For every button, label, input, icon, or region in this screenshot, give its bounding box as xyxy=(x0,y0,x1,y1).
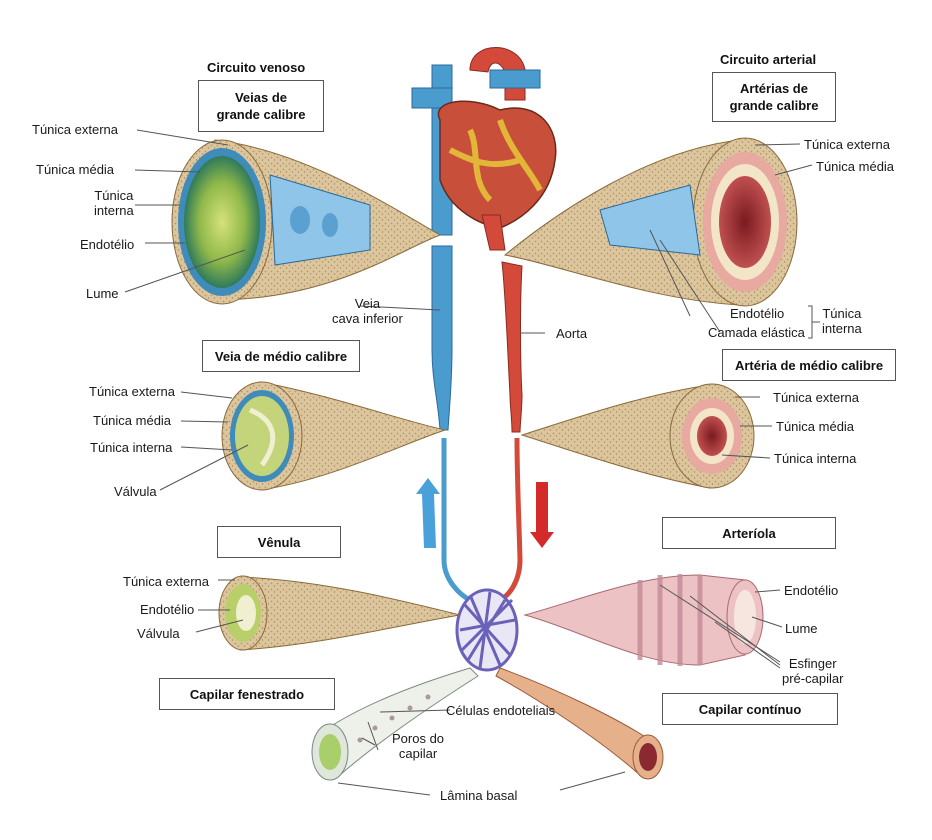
medium-vein-box: Veia de médio calibre xyxy=(202,340,360,372)
continuous-capillary-illustration xyxy=(495,667,664,780)
arteriole-esfinger-line1: Esfinger xyxy=(788,656,837,671)
large-vein-box-line2: grande calibre xyxy=(216,107,306,122)
large-artery-camada-elastica-label: Camada elástica xyxy=(708,325,805,340)
large-artery-box: Artérias de grande calibre xyxy=(712,72,836,122)
heart-icon xyxy=(411,47,557,251)
aorta-label: Aorta xyxy=(556,326,588,341)
arteriole-lume-label: Lume xyxy=(785,621,818,636)
medium-artery-tunica-externa-label: Túnica externa xyxy=(773,390,859,405)
large-artery-box-line2: grande calibre xyxy=(729,98,819,113)
venule-valvula-label: Válvula xyxy=(137,626,180,641)
arteriole-box: Arteríola xyxy=(662,517,836,549)
large-artery-tunica-interna-line1: Túnica xyxy=(822,306,862,321)
large-vein-tunica-interna-line2: interna xyxy=(94,203,134,218)
large-artery-illustration xyxy=(503,137,798,307)
large-vein-box-line1: Veias de xyxy=(234,90,288,105)
medium-vein-tunica-externa-label: Túnica externa xyxy=(89,384,175,399)
poros-capilar-line2: capilar xyxy=(398,746,438,761)
venous-circuit-title: Circuito venoso xyxy=(207,60,306,75)
large-artery-tunica-interna-line2: interna xyxy=(822,321,862,336)
vena-cava-line1: Veia xyxy=(354,296,381,311)
fenestrated-capillary-box: Capilar fenestrado xyxy=(159,678,335,710)
large-vein-illustration xyxy=(171,139,442,305)
large-vein-lume-label: Lume xyxy=(86,286,119,301)
medium-artery-box: Artéria de médio calibre xyxy=(722,349,896,381)
medium-vein-valvula-label: Válvula xyxy=(114,484,157,499)
celulas-endoteliais-label: Células endoteliais xyxy=(446,703,556,718)
medium-vein-tunica-interna-label: Túnica interna xyxy=(90,440,173,455)
large-artery-endotelio-label: Endotélio xyxy=(730,306,785,321)
vena-cava-line2: cava inferior xyxy=(332,311,403,326)
large-vein-endotelio-label: Endotélio xyxy=(80,237,135,252)
large-artery-box-line1: Artérias de xyxy=(740,81,808,96)
large-vein-tunica-interna-label: Túnica interna xyxy=(94,188,134,218)
poros-capilar-line1: Poros do xyxy=(392,731,445,746)
medium-vein-illustration xyxy=(221,381,447,491)
large-vein-tunica-media-label: Túnica média xyxy=(36,162,115,177)
venule-tunica-externa-label: Túnica externa xyxy=(123,574,209,589)
vena-cava-label: Veia cava inferior xyxy=(332,296,403,326)
large-vein-box: Veias de grande calibre xyxy=(198,80,324,132)
arteriole-endotelio-label: Endotélio xyxy=(784,583,839,598)
fenestrated-capillary-illustration xyxy=(311,667,479,781)
arteriole-esfinger-line2: pré-capilar xyxy=(782,671,844,686)
continuous-capillary-box: Capilar contínuo xyxy=(662,693,838,725)
capillary-bed xyxy=(455,588,519,672)
arteriole-illustration xyxy=(523,574,764,666)
arrow-up-icon xyxy=(416,478,440,548)
lamina-basal-label: Lâmina basal xyxy=(440,788,518,803)
large-vein-tunica-externa-label: Túnica externa xyxy=(32,122,118,137)
vena-cava-vessel xyxy=(431,245,453,431)
venule-illustration xyxy=(218,575,461,651)
venule-box: Vênula xyxy=(217,526,341,558)
medium-vein-tunica-media-label: Túnica média xyxy=(93,413,172,428)
arterial-circuit-title: Circuito arterial xyxy=(720,52,817,67)
arteriole-esfinger-label: Esfinger pré-capilar xyxy=(782,656,843,686)
poros-capilar-label: Poros do capilar xyxy=(392,731,444,761)
venule-endotelio-label: Endotélio xyxy=(140,602,195,617)
large-vein-tunica-interna-line1: Túnica xyxy=(94,188,134,203)
large-artery-tunica-media-label: Túnica média xyxy=(816,159,895,174)
large-artery-tunica-externa-label: Túnica externa xyxy=(804,137,890,152)
aorta-vessel xyxy=(501,261,523,433)
medium-artery-tunica-interna-label: Túnica interna xyxy=(774,451,857,466)
large-artery-tunica-interna-label: Túnica interna xyxy=(822,306,862,336)
medium-artery-tunica-media-label: Túnica média xyxy=(776,419,855,434)
medium-artery-illustration xyxy=(520,383,755,489)
leader-lines xyxy=(124,129,820,796)
arrow-down-icon xyxy=(530,482,554,548)
